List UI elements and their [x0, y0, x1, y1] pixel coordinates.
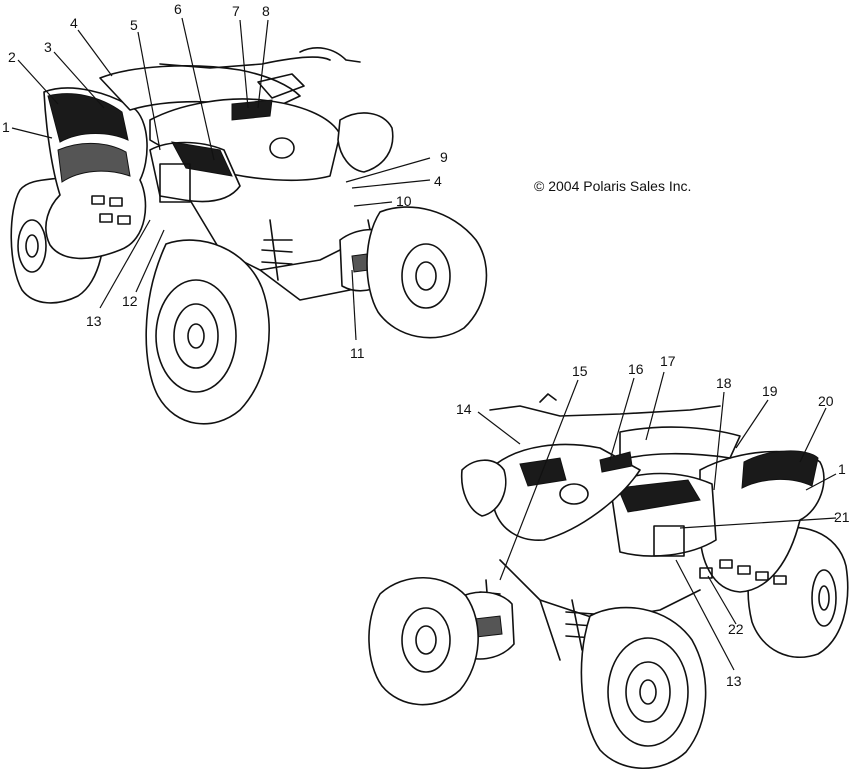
callout: 4	[434, 173, 442, 189]
callout: 9	[440, 149, 448, 165]
callouts-upper: 1 2 3 4 5 6 7 8 9 4 10 11 12 13	[2, 1, 448, 361]
callout: 11	[350, 345, 365, 361]
callout: 1	[2, 119, 10, 135]
callout: 7	[232, 3, 240, 19]
callouts-lower: 14 15 16 17 18 19 20 1 21 22 13	[456, 353, 850, 689]
callout: 16	[628, 361, 644, 377]
callout: 4	[70, 15, 78, 31]
leader-lines	[11, 17, 837, 671]
callout: 3	[44, 39, 52, 55]
rear-fender-decal	[741, 450, 819, 489]
front-fender-right	[337, 112, 394, 173]
front-wheel-right	[366, 206, 488, 339]
rear-side-decal	[47, 93, 129, 143]
callout: 14	[456, 401, 472, 417]
callout: 19	[762, 383, 778, 399]
callout: 22	[728, 621, 744, 637]
handlebar	[159, 56, 331, 69]
callout: 10	[396, 193, 412, 209]
callout: 21	[834, 509, 850, 525]
front-wheel-lower-left	[368, 577, 479, 706]
callout: 15	[572, 363, 588, 379]
rear-wheel-hub-left	[17, 219, 47, 273]
callout: 20	[818, 393, 834, 409]
callout: 2	[8, 49, 16, 65]
seat-lower	[619, 426, 741, 461]
callout: 17	[660, 353, 676, 369]
callout: 13	[86, 313, 102, 329]
tank-stripe-lower	[599, 451, 633, 473]
handlebar-lower	[489, 405, 721, 417]
front-wheel-left	[145, 239, 270, 425]
callout: 13	[726, 673, 742, 689]
callout: 6	[174, 1, 182, 17]
atv-front-view	[10, 47, 488, 425]
atv-rear-view	[368, 393, 849, 769]
copyright-notice: © 2004 Polaris Sales Inc.	[534, 178, 691, 194]
callout: 8	[262, 3, 270, 19]
callout: 5	[130, 17, 138, 33]
callout: 18	[716, 375, 732, 391]
callout: 1	[838, 461, 846, 477]
callout: 12	[122, 293, 138, 309]
front-wheel-lower-right	[580, 606, 707, 769]
